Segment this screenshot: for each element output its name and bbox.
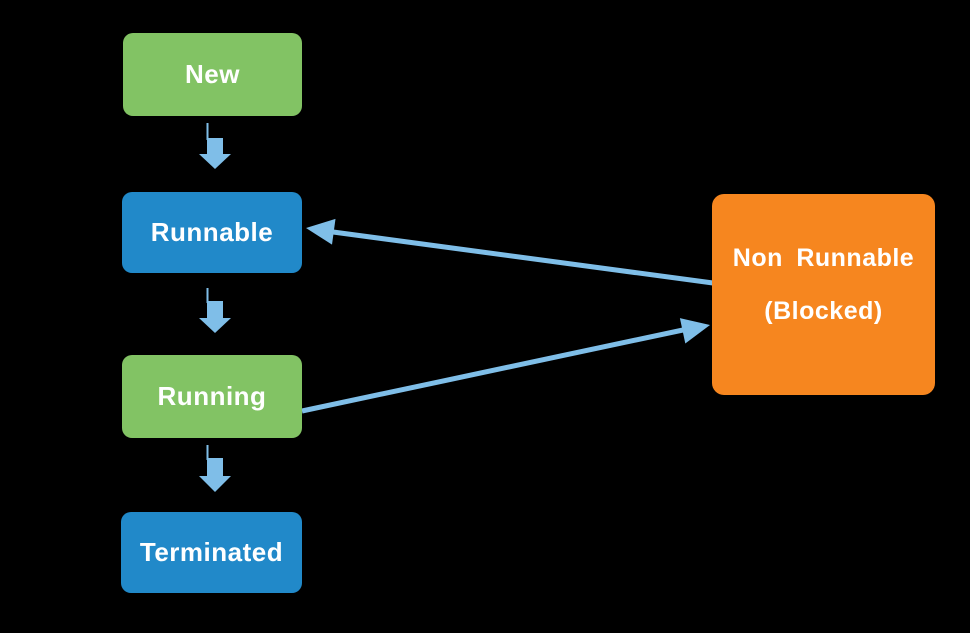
state-node-non-runnable: Non Runnable (Blocked) [712,194,935,395]
state-node-new: New [123,33,302,116]
state-node-runnable: Runnable [122,192,302,273]
arrow-nonrunnable-to-runnable-icon [306,218,714,286]
state-label-new: New [185,59,240,89]
state-label-running: Running [157,381,267,411]
arrow-running-to-nonrunnable-icon [301,318,710,414]
state-label-terminated: Terminated [139,537,284,567]
state-sublabel-blocked: (Blocked) [764,296,883,325]
state-label-non-runnable: Non Runnable [732,243,915,272]
arrow-new-to-runnable-icon [199,123,231,169]
arrow-running-to-terminated-icon [199,445,231,492]
state-label-runnable: Runnable [150,217,274,247]
state-node-running: Running [122,355,302,438]
arrow-runnable-to-running-icon [199,288,231,333]
state-node-terminated: Terminated [121,512,302,593]
